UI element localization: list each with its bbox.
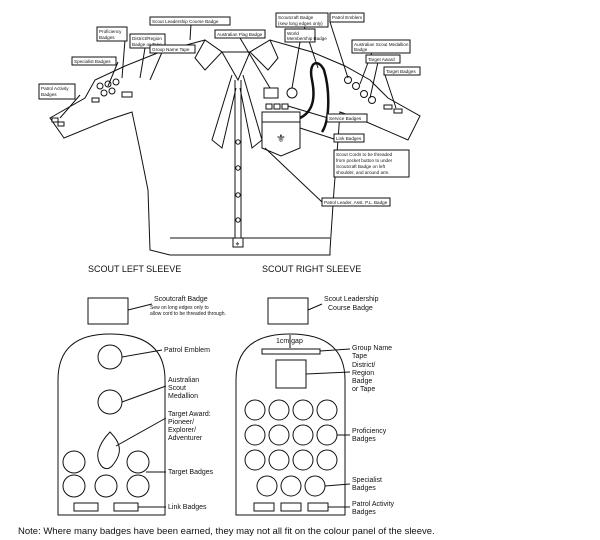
label-patrol-leader: Patrol Leader, Asst. P.L. Badge: [324, 200, 388, 205]
label-scout-leadership: Scout Leadership Course Badge: [152, 19, 219, 24]
shirt-buttons: [235, 139, 241, 223]
svg-text:Badges: Badges: [41, 92, 57, 97]
neckerchief: [221, 51, 251, 82]
left-scoutcraft-title: Scoutcraft Badge: [154, 296, 208, 303]
label-district-region: District/Region: [132, 36, 162, 41]
svg-text:Pioneer/: Pioneer/: [168, 419, 194, 426]
label-service-badges: Service Badges: [329, 116, 362, 121]
right-sleeve-outline: [235, 333, 346, 516]
svg-text:Adventurer: Adventurer: [168, 435, 203, 442]
left-sleeve-title: SCOUT LEFT SLEEVE: [88, 264, 181, 274]
left-sleeve-diagram: Scoutcraft Badge Sew on long edges only …: [57, 296, 226, 516]
svg-text:Explorer/: Explorer/: [168, 427, 196, 434]
svg-text:(sew long edges only): (sew long edges only): [278, 21, 323, 26]
left-scoutcraft-badge: [87, 297, 129, 325]
button-placket: [234, 80, 242, 238]
label-group-name-tape: Group Name Tape: [152, 47, 190, 52]
svg-text:Region: Region: [352, 370, 374, 377]
label-link-badges: Link Badges: [336, 136, 362, 141]
svg-text:Badges: Badges: [352, 509, 376, 516]
service-badges: [265, 103, 289, 110]
scout-cord: [299, 61, 330, 133]
belt-buckle: [232, 237, 244, 248]
label-medallion: Australian Scout Medallion: [354, 42, 409, 47]
left-label-medallion: Australian: [168, 377, 199, 384]
svg-text:allow cord to be threaded thro: allow cord to be threaded through.: [150, 311, 226, 317]
label-target-award: Target Award: [368, 57, 395, 62]
right-label-district: District/: [352, 362, 375, 369]
right-label-group-name: Group Name: [352, 345, 392, 352]
label-cords-note: Scout Cords to be threaded: [336, 152, 393, 157]
svg-text:⚜: ⚜: [276, 133, 286, 145]
label-patrol-activity: Patrol Activity: [41, 86, 69, 91]
svg-text:Tape: Tape: [352, 353, 367, 360]
label-patrol-emblem: Patrol Emblem: [332, 15, 362, 20]
svg-text:Scoutcraft Badge on left: Scoutcraft Badge on left: [336, 164, 386, 169]
svg-text:or Tape: or Tape: [352, 386, 375, 393]
shirt-left-sleeve-badges: [51, 78, 133, 127]
right-sleeve-diagram: 1cm gap Scout Leadership Course Badge Gr…: [235, 296, 395, 516]
shirt-collar-left: [194, 39, 223, 71]
svg-text:Membership Badge: Membership Badge: [287, 36, 327, 41]
left-leader-lines: [115, 303, 167, 508]
right-label-proficiency: Proficiency: [352, 428, 387, 435]
world-membership-badge: [286, 87, 298, 99]
label-specialist: Specialist Badges: [74, 59, 111, 64]
svg-text:from pocket button to under: from pocket button to under: [336, 158, 393, 163]
svg-text:Course Badge: Course Badge: [328, 305, 373, 312]
right-patrol-activity-badges: [253, 502, 329, 512]
left-label-target-award: Target Award:: [168, 411, 211, 418]
left-label-link-badges: Link Badges: [168, 504, 207, 511]
neckerchief-tail-right: [239, 74, 263, 149]
svg-text:✥: ✥: [236, 242, 240, 247]
left-scoutcraft-note: Sew on long edges only to: [150, 305, 209, 311]
svg-text:Badge: Badge: [352, 378, 372, 385]
svg-text:Badge: Badge: [354, 47, 368, 52]
left-medallion: [97, 389, 123, 415]
right-leader-lines: [305, 303, 351, 508]
label-world-membership: World: [287, 31, 299, 36]
right-specialist-badges: [256, 475, 326, 497]
right-label-patrol-activity: Patrol Activity: [352, 501, 395, 508]
left-label-patrol-emblem: Patrol Emblem: [164, 347, 210, 354]
label-target-badges: Target Badges: [386, 69, 416, 74]
svg-text:Badges: Badges: [99, 35, 115, 40]
svg-text:Medallion: Medallion: [168, 393, 198, 400]
flag-badge: [263, 87, 279, 99]
shirt-right-sleeve-badges: [344, 76, 403, 114]
svg-text:shoulder, and around arm.: shoulder, and around arm.: [336, 170, 390, 175]
svg-text:Badges: Badges: [352, 485, 376, 492]
right-sleeve-title: SCOUT RIGHT SLEEVE: [262, 264, 361, 274]
shirt-pocket: [261, 111, 301, 157]
svg-text:Scout: Scout: [168, 385, 186, 392]
label-proficiency: Proficiency: [99, 29, 122, 34]
right-gap-label: 1cm gap: [276, 338, 303, 345]
shirt-collar-right: [249, 39, 279, 71]
right-leadership-badge: [267, 297, 309, 325]
left-target-badges: [62, 450, 150, 498]
right-label-leadership: Scout Leadership: [324, 296, 379, 303]
right-proficiency-badges: [244, 399, 338, 471]
left-target-award: [97, 431, 120, 470]
scout-shirt: ✥ ⚜: [38, 12, 421, 256]
right-label-specialist: Specialist: [352, 477, 382, 484]
right-group-name-tape: [261, 348, 321, 355]
left-patrol-emblem: [97, 344, 123, 370]
svg-text:Badges: Badges: [352, 436, 376, 443]
svg-text:Badge or Tape: Badge or Tape: [132, 42, 162, 47]
label-australian-flag: Australian Flag Badge: [217, 32, 263, 37]
label-scoutcraft: Scoutcraft Badge: [278, 15, 314, 20]
footer-note: Note: Where many badges have been earned…: [18, 526, 435, 537]
left-label-target-badges: Target Badges: [168, 469, 214, 476]
neckerchief-tail-left: [211, 74, 237, 149]
right-district-badge: [275, 359, 307, 389]
